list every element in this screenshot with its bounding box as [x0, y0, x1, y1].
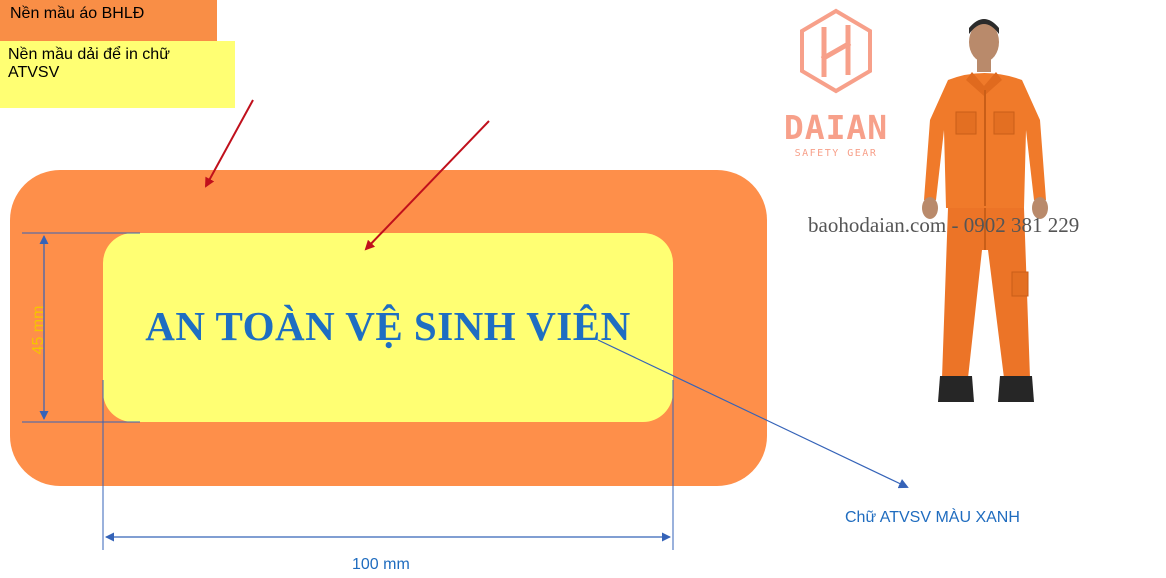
strip-background-label-line1: Nền mầu dải để in chữ	[8, 46, 170, 63]
brand-logo-tagline: SAFETY GEAR	[794, 148, 878, 159]
atvsv-strip	[103, 233, 673, 422]
strip-background-callout: Nền mầu dải để in chữ ATVSV	[0, 41, 235, 108]
daian-logo-icon	[800, 8, 872, 94]
atvsv-main-text: AN TOÀN VỆ SINH VIÊN	[145, 303, 631, 349]
height-dimension-label: 45 mm	[30, 305, 47, 355]
text-color-callout-arrow	[597, 339, 909, 489]
worker-uniform-image	[922, 19, 1048, 402]
brand-contact-watermark: baohodaian.com - 0902 381 229	[808, 213, 1080, 237]
text-color-note: Chữ ATVSV MÀU XANH	[845, 509, 1020, 526]
shirt-background-callout: Nền mầu áo BHLĐ	[0, 0, 217, 41]
shirt-background-label: Nền mầu áo BHLĐ	[10, 5, 145, 22]
strip-callout-arrow	[364, 120, 490, 251]
shirt-callout-arrow	[205, 99, 254, 188]
width-dimension-label: 100 mm	[352, 556, 410, 573]
strip-background-label-line2: ATVSV	[8, 64, 60, 81]
brand-logo-name: DAIAN	[783, 108, 889, 147]
